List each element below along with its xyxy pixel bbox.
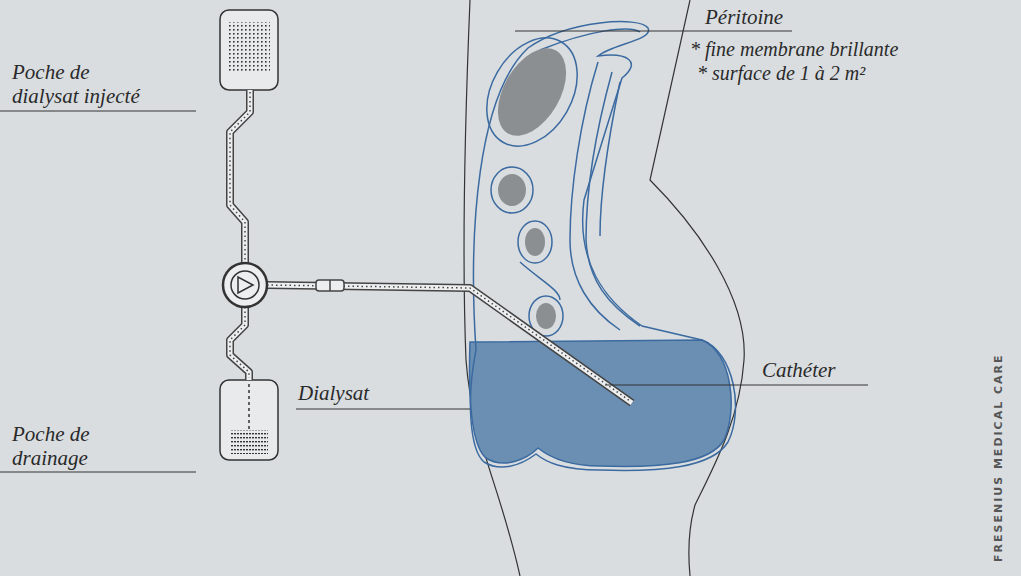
bags <box>220 10 278 460</box>
leader-lines <box>0 31 868 472</box>
part-name: Péritoine <box>705 5 783 29</box>
body-outline <box>464 0 744 576</box>
dialysate-fill <box>470 340 732 466</box>
peritoneum <box>468 22 735 471</box>
organs <box>484 36 580 329</box>
part-name: Poche de dialysat injecté <box>12 60 152 108</box>
note: * surface de 1 à 2 m² <box>697 61 865 85</box>
part-name: Poche de drainage <box>12 422 152 470</box>
tubing <box>230 90 632 403</box>
valve <box>223 263 267 307</box>
part-name: Cathéter <box>762 358 836 382</box>
note: * fine membrane brillante <box>690 37 898 61</box>
watermark: FRESENIUS MEDICAL CARE <box>992 353 1006 562</box>
part-name: Dialysat <box>298 381 369 405</box>
